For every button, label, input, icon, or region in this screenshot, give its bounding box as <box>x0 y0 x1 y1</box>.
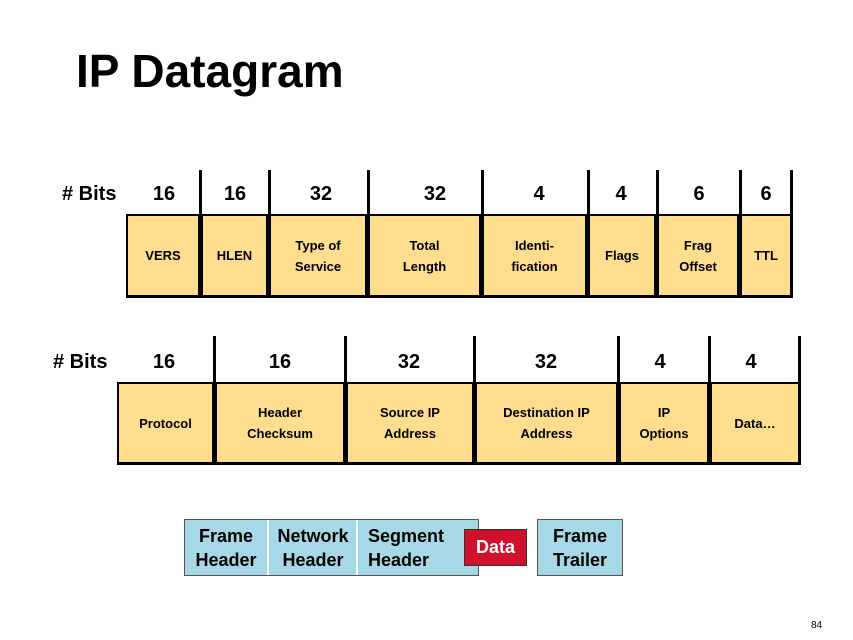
row1-bits-vers: 16 <box>152 183 176 205</box>
row1-bits-tos: 32 <box>309 183 333 205</box>
field-identification: Identi- fication <box>482 214 588 298</box>
frame-trailer-label: Frame Trailer <box>552 526 608 570</box>
field-ip-options: IP Options <box>619 382 710 465</box>
field-type-of-service: Type of Service <box>269 214 368 298</box>
frame-trailer-box <box>537 519 623 576</box>
row2-bits-destination: 32 <box>534 351 558 373</box>
row2-divider <box>344 336 347 384</box>
row1-bits-identification: 4 <box>533 183 545 205</box>
row2-divider <box>473 336 476 384</box>
field-source-ip-label: Source IP Address <box>380 405 440 441</box>
row1-bits-label: # Bits <box>62 183 117 205</box>
field-vers-label: VERS <box>145 248 181 263</box>
row2-divider <box>617 336 620 384</box>
row2-divider <box>708 336 711 384</box>
field-ttl: TTL <box>740 214 793 298</box>
field-hlen-label: HLEN <box>216 248 253 263</box>
row1-divider <box>587 170 590 216</box>
row1-bits-hlen: 16 <box>223 183 247 205</box>
page-number: 84 <box>811 620 823 631</box>
row2-bits-data: 4 <box>745 351 757 373</box>
row1-divider <box>790 170 793 216</box>
field-frag-offset-label: Frag Offset <box>679 237 717 274</box>
field-vers: VERS <box>126 214 201 298</box>
row1-bits-flags: 4 <box>615 183 627 205</box>
field-frag-offset: Frag Offset <box>657 214 740 298</box>
row2-bits-source: 32 <box>397 351 421 373</box>
network-header-label: Network Header <box>277 526 349 570</box>
field-protocol-label: Protocol <box>139 415 192 431</box>
row1-divider <box>481 170 484 216</box>
field-ttl-label: TTL <box>754 248 778 263</box>
field-protocol: Protocol <box>117 382 215 465</box>
row2-bits-options: 4 <box>654 351 666 373</box>
page-title: IP Datagram <box>76 45 344 97</box>
field-total-length: Total Length <box>368 214 482 298</box>
row2-bits-protocol: 16 <box>152 351 176 373</box>
data-payload: Data <box>464 529 527 566</box>
row1-divider <box>268 170 271 216</box>
field-type-of-service-label: Type of Service <box>294 237 342 274</box>
segment-header-label: Segment Header <box>368 526 445 570</box>
row1-bits-frag-offset: 6 <box>693 183 705 205</box>
encapsulation-separator <box>356 520 358 575</box>
field-flags: Flags <box>588 214 657 298</box>
row1-divider <box>656 170 659 216</box>
field-flags-label: Flags <box>605 248 639 263</box>
field-data-label: Data… <box>734 415 776 431</box>
row1-divider <box>739 170 742 216</box>
field-identification-label: Identi- fication <box>511 237 558 274</box>
row1-divider <box>367 170 370 216</box>
field-ip-options-label: IP Options <box>639 405 689 441</box>
field-destination-ip: Destination IP Address <box>475 382 619 465</box>
row1-bits-total-length: 32 <box>423 183 447 205</box>
field-header-checksum: Header Checksum <box>215 382 346 465</box>
frame-header-label: Frame Header <box>195 526 257 570</box>
row2-divider <box>798 336 801 384</box>
row2-bits-label: # Bits <box>53 351 108 373</box>
field-total-length-label: Total Length <box>402 237 447 274</box>
row2-bits-checksum: 16 <box>268 351 292 373</box>
row1-bits-ttl: 6 <box>760 183 772 205</box>
field-hlen: HLEN <box>201 214 269 298</box>
field-data: Data… <box>710 382 801 465</box>
field-header-checksum-label: Header Checksum <box>247 405 313 441</box>
field-source-ip: Source IP Address <box>346 382 475 465</box>
encapsulation-bar <box>184 519 479 576</box>
row2-divider <box>213 336 216 384</box>
encapsulation-separator <box>267 520 269 575</box>
field-destination-ip-label: Destination IP Address <box>503 405 590 441</box>
row1-divider <box>199 170 202 216</box>
